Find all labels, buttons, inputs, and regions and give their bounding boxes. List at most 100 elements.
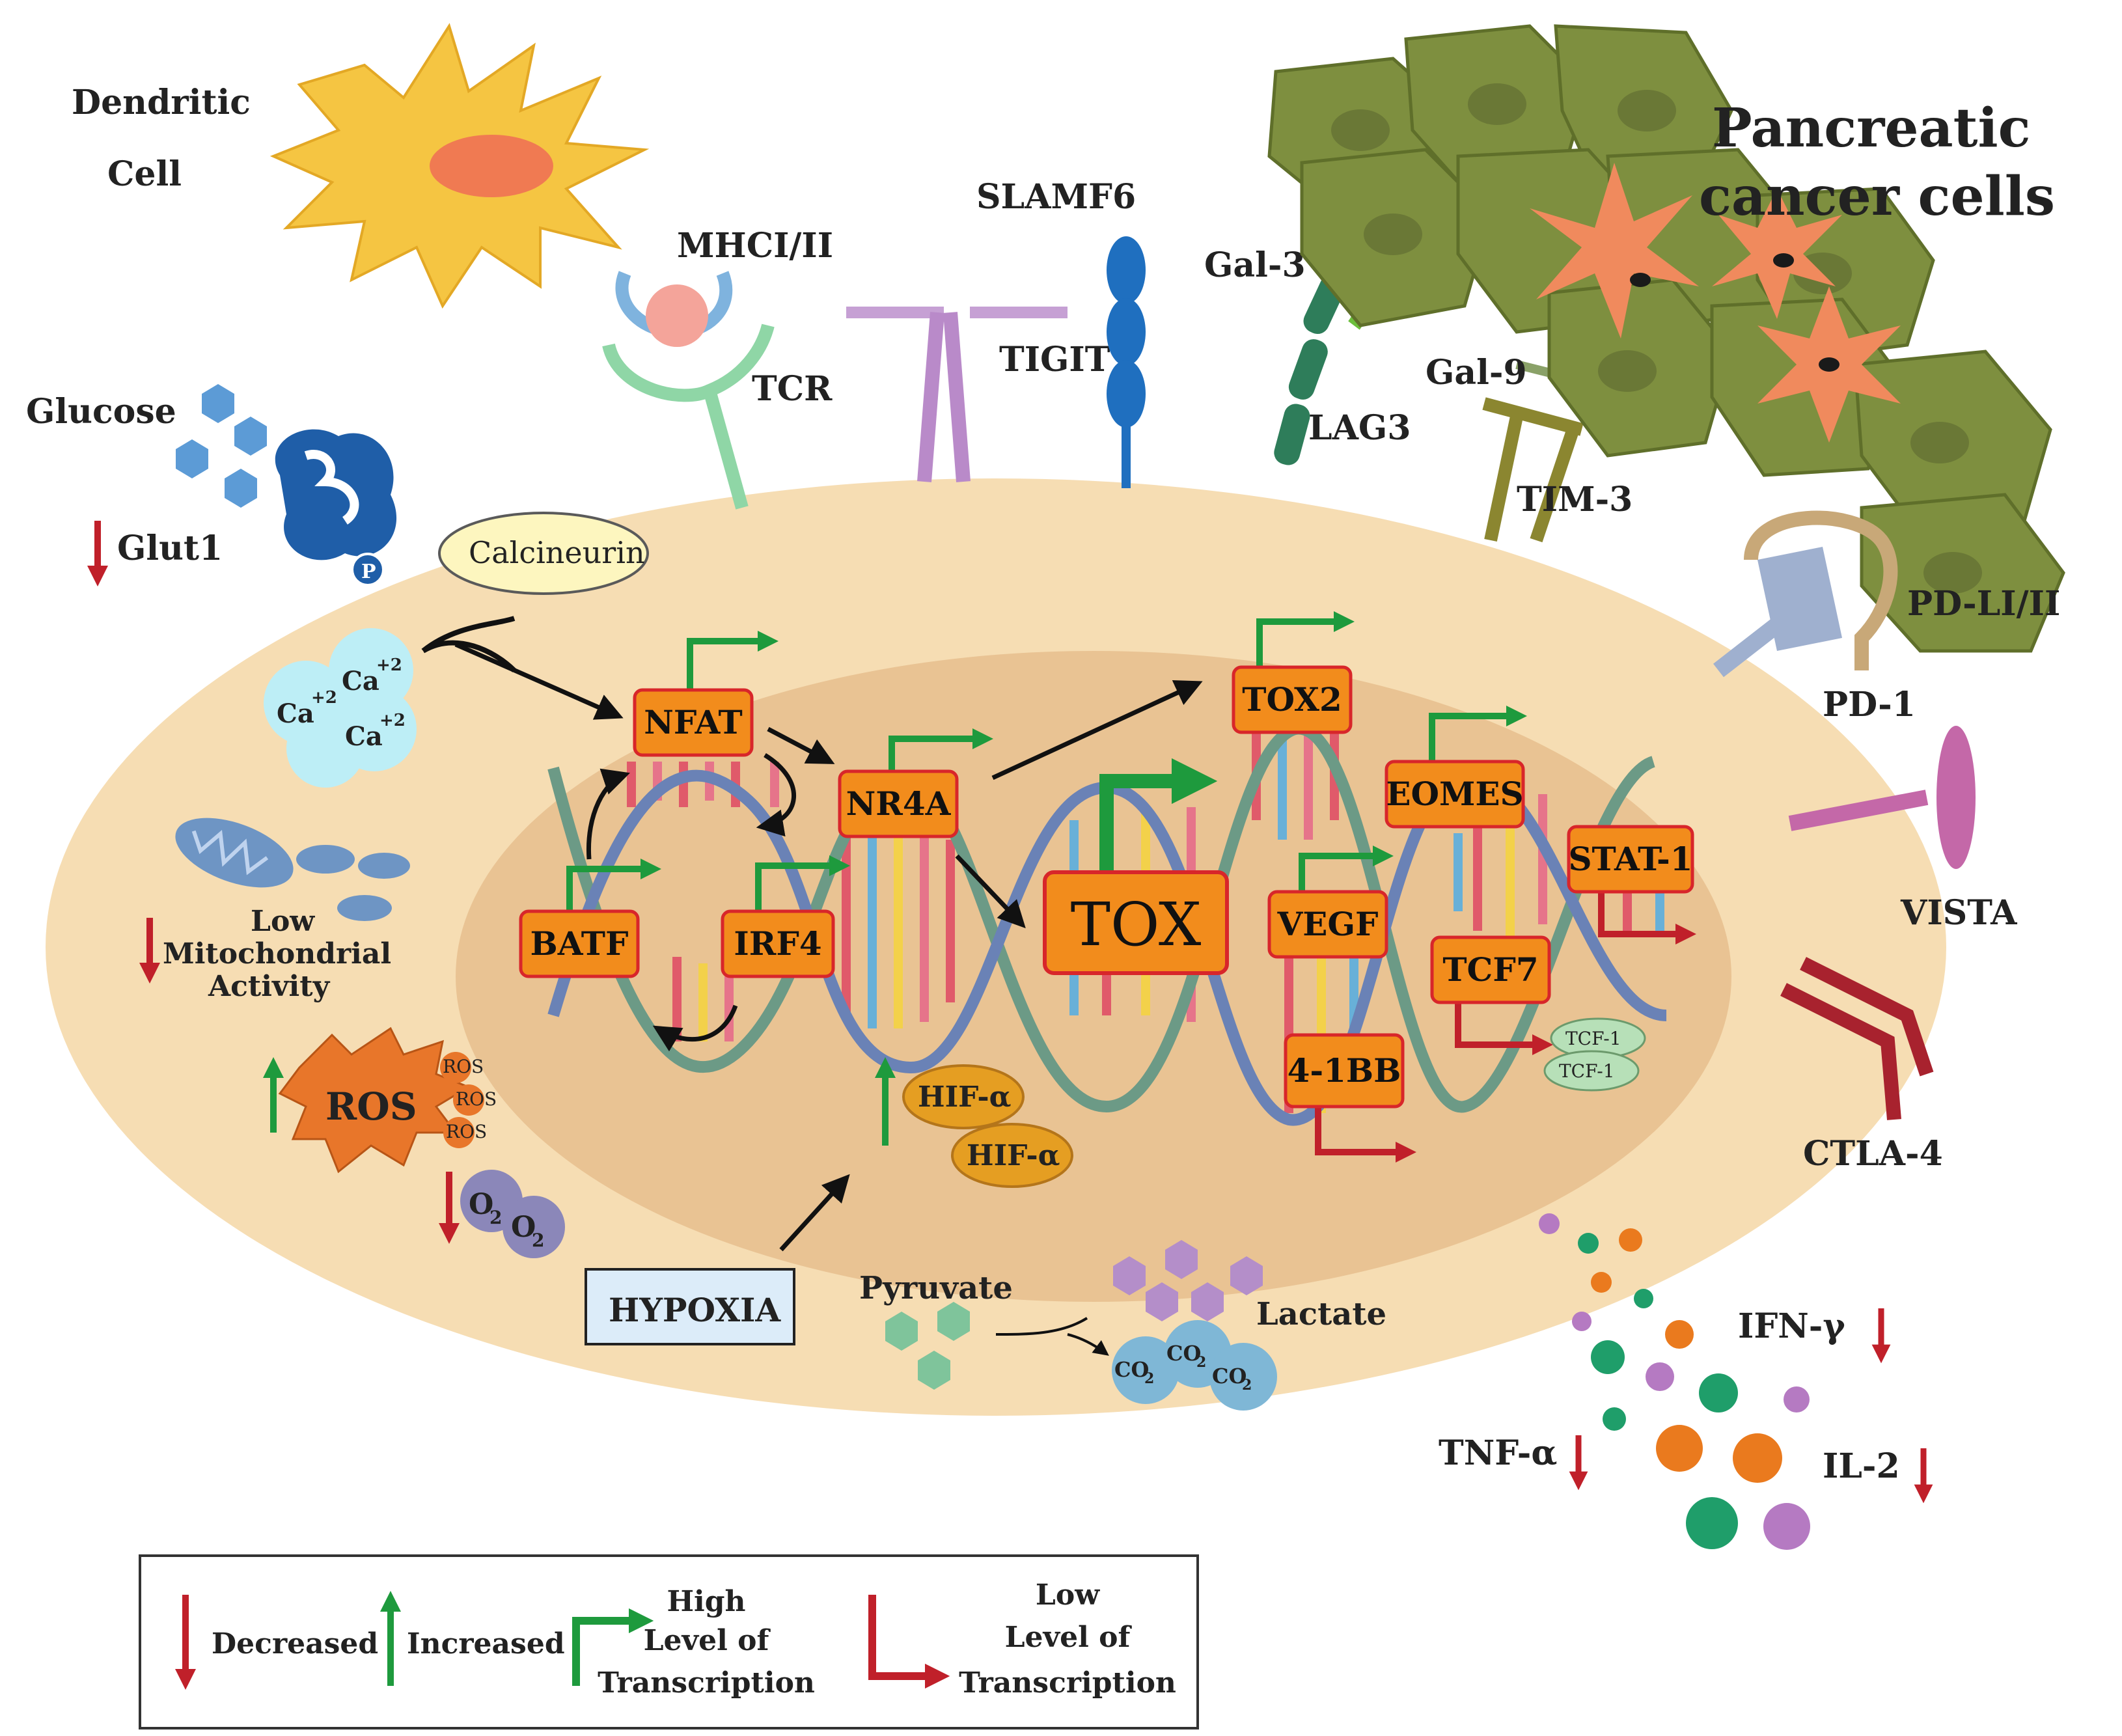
hif-label-1: HIF-α xyxy=(918,1081,1012,1114)
legend-low-1: Low xyxy=(1036,1578,1100,1612)
slamf6-receptor xyxy=(1107,236,1146,488)
legend-increased: Increased xyxy=(407,1627,565,1660)
tf-eomes: EOMES xyxy=(1385,760,1525,829)
tf-4-1bb-label: 4-1BB xyxy=(1288,1051,1401,1090)
tf-nr4a-label: NR4A xyxy=(846,784,952,823)
glucose-molecules xyxy=(176,384,267,508)
dendritic-cell-nucleus xyxy=(430,135,553,197)
hif-proteins xyxy=(902,1064,1073,1188)
tf-stat1-label: STAT-1 xyxy=(1568,840,1692,878)
stellate-nuclei xyxy=(1630,253,1840,372)
o2-sub-1: 2 xyxy=(489,1207,502,1228)
legend-decreased: Decreased xyxy=(212,1627,378,1660)
tcr-label: TCR xyxy=(752,369,833,409)
mhc-label: MHCI/II xyxy=(677,226,833,266)
low-mito-label-1: Low xyxy=(251,905,315,938)
legend-high-arrow xyxy=(572,1608,654,1686)
pd1-receptor xyxy=(1757,547,1842,651)
gal3-label: Gal-3 xyxy=(1204,245,1306,285)
tf-tcf7-label: TCF7 xyxy=(1442,950,1538,989)
ca-charge-1: +2 xyxy=(376,655,402,675)
tigit-receptor xyxy=(846,307,1068,482)
high-transcription-arrows xyxy=(566,611,1528,911)
dendritic-cell-label-1: Dendritic xyxy=(72,83,251,122)
calcineurin-to-nfat-arrow xyxy=(454,642,624,720)
cancer-label-1: Pancreatic xyxy=(1712,97,2031,159)
calcineurin-inhibit-bracket xyxy=(421,616,516,672)
ros-small-bursts xyxy=(440,1052,484,1148)
co2-sub-3: 2 xyxy=(1242,1377,1252,1394)
tf-tox2-label: TOX2 xyxy=(1242,680,1342,719)
tf-batf-label: BATF xyxy=(530,924,628,963)
tf-irf4: IRF4 xyxy=(721,909,835,978)
tigit-label: TIGIT xyxy=(999,340,1110,379)
cytokine-dots xyxy=(1539,1213,1810,1550)
tf-vegf-label: VEGF xyxy=(1276,905,1378,943)
ros-small-1: ROS xyxy=(443,1056,484,1077)
ca-charge-3: +2 xyxy=(379,711,406,730)
tf-vegf: VEGF xyxy=(1267,890,1388,959)
calcineurin-bubble xyxy=(438,512,649,595)
lactate-molecules xyxy=(1113,1240,1263,1321)
tf-nfat: NFAT xyxy=(633,688,754,757)
vista-receptor xyxy=(1788,726,1976,869)
pyruvate-label: Pyruvate xyxy=(859,1270,1013,1306)
legend-high-1: High xyxy=(667,1585,745,1618)
cancer-label-2: cancer cells xyxy=(1699,165,2055,228)
co2-label-3: CO xyxy=(1212,1364,1247,1388)
tcr-receptor xyxy=(602,324,775,510)
glut1-label: Glut1 xyxy=(117,529,223,568)
ifn-label: IFN-γ xyxy=(1738,1306,1845,1346)
tcf1-label-1: TCF-1 xyxy=(1565,1028,1621,1049)
ros-small-2: ROS xyxy=(456,1088,497,1110)
low-mito-label-2: Mitochondrial xyxy=(163,937,391,971)
pathway-arrows xyxy=(586,680,1203,1052)
low-mito-label-3: Activity xyxy=(208,970,331,1003)
hypoxia-arrow xyxy=(779,1174,850,1252)
tf-tox: TOX xyxy=(1043,870,1229,975)
glut1-transporter xyxy=(275,429,397,586)
phosphate-icon xyxy=(351,553,385,586)
hypoxia-label: HYPOXIA xyxy=(609,1291,781,1329)
co2-sub-1: 2 xyxy=(1144,1370,1154,1387)
tf-tox2: TOX2 xyxy=(1232,665,1353,734)
tcf1-label-2: TCF-1 xyxy=(1559,1060,1615,1082)
ca-ion-2: Ca xyxy=(277,698,314,729)
dna-strand-teal xyxy=(547,723,1656,1113)
o2-label-1: O xyxy=(469,1188,493,1221)
legend-high-2: Level of xyxy=(644,1624,771,1657)
o2-sub-2: 2 xyxy=(532,1230,544,1251)
glucose-label: Glucose xyxy=(26,392,176,432)
tox-high-transcription-arrow xyxy=(1099,758,1218,872)
antigen-peptide xyxy=(646,284,708,347)
slamf6-label: SLAMF6 xyxy=(976,177,1136,217)
pd1-label: PD-1 xyxy=(1823,685,1916,724)
calcium-ions xyxy=(264,628,417,788)
tf-irf4-label: IRF4 xyxy=(734,924,821,963)
legend: Decreased Increased High Level of Transc… xyxy=(139,1554,1199,1729)
legend-box xyxy=(139,1554,1199,1729)
tf-eomes-label: EOMES xyxy=(1386,775,1523,813)
legend-low-2: Level of xyxy=(1005,1621,1133,1654)
ca-ion-3: Ca xyxy=(345,721,383,752)
ctla4-label: CTLA-4 xyxy=(1803,1134,1943,1174)
tf-4-1bb: 4-1BB xyxy=(1284,1033,1405,1109)
lactate-label: Lactate xyxy=(1256,1296,1386,1332)
phosphate-label: P xyxy=(361,560,376,583)
ca-ion-1: Ca xyxy=(342,666,379,696)
lag3-label: LAG3 xyxy=(1308,408,1411,448)
dendritic-cell-label-2: Cell xyxy=(107,154,182,194)
ros-small-3: ROS xyxy=(446,1121,487,1142)
legend-high-3: Transcription xyxy=(598,1666,815,1700)
tf-tcf7: TCF7 xyxy=(1430,935,1551,1004)
pd1-pdl-complex xyxy=(1713,510,1898,678)
pdl-label: PD-LI/II xyxy=(1907,584,2060,624)
legend-low-arrow xyxy=(868,1595,950,1689)
vista-label: VISTA xyxy=(1900,893,2017,933)
legend-low-3: Transcription xyxy=(959,1666,1176,1700)
oxygen-molecules xyxy=(460,1170,565,1258)
tf-stat1: STAT-1 xyxy=(1567,825,1694,894)
o2-label-2: O xyxy=(511,1211,536,1244)
ros-label: ROS xyxy=(325,1084,417,1129)
